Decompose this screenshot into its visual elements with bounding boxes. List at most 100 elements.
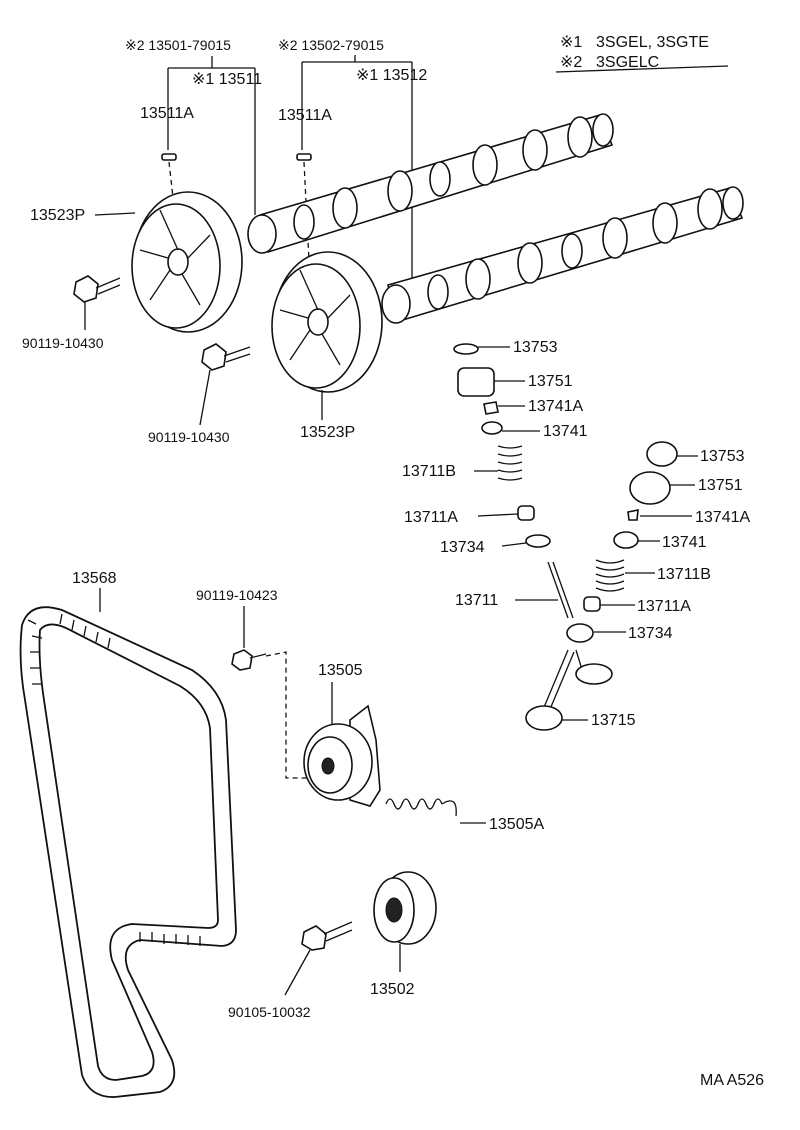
spring-top [497, 445, 523, 481]
camshaft-upper-tail [592, 113, 614, 147]
tensioner-spring-hook [441, 800, 457, 817]
lifter-top-label: 13751 [528, 373, 573, 390]
camshaft-upper-lobe-3 [472, 144, 498, 186]
spring-right [595, 559, 625, 592]
sprocket-right-spokes [279, 269, 351, 366]
knock-pin-right [296, 153, 312, 161]
camshaft-lower-tail [722, 186, 744, 220]
valve-intake-label: 13711 [455, 592, 498, 609]
bolt-center-head [201, 343, 227, 371]
sprocket-left-hub [167, 248, 189, 276]
cam1-short-label: ※1 13511 [192, 71, 262, 88]
camshaft-lower-lobe-3 [602, 217, 628, 259]
seal-top [517, 505, 535, 521]
cam1-full-label: ※2 13501-79015 [125, 37, 231, 53]
tensioner-label: 13505 [318, 662, 363, 679]
legend-mark-1: ※1 [560, 34, 582, 51]
camshaft-lower-nose [381, 284, 411, 324]
legend: ※1 3SGEL, 3SGTE ※2 3SGELC [555, 34, 729, 73]
bolt-left-label: 90119-10430 [22, 335, 104, 351]
idler-pulley [373, 871, 437, 945]
valve-exhaust-head [525, 705, 563, 731]
camshaft-upper-nose [247, 214, 277, 254]
retainer-right-label: 13741 [662, 534, 707, 551]
seal-top-label: 13711A [404, 509, 458, 526]
tensioner-assembly [303, 704, 381, 807]
sprocket-left-label: 13523P [30, 207, 85, 224]
idler-bolt-label: 90105-10032 [228, 1004, 311, 1020]
valve-stack-right [566, 441, 678, 643]
valve-exhaust [525, 649, 613, 731]
bolt-left-head [73, 275, 99, 303]
idler-bolt [301, 921, 353, 951]
spring-top-label: 13711B [402, 463, 456, 480]
keeper-top-label: 13741A [528, 398, 583, 415]
idler-bolt-head [301, 925, 327, 951]
keeper-top [483, 401, 499, 415]
tensioner-bolt-guide [265, 651, 310, 779]
sprocket-left [131, 191, 243, 333]
keeper-right-label: 13741A [695, 509, 750, 526]
sprocket-left-leader [94, 212, 136, 216]
cam2-full-label: ※2 13502-79015 [278, 37, 384, 53]
legend-underline [555, 65, 729, 73]
seat-top-label: 13734 [440, 539, 485, 556]
tensioner-bolt-head [231, 649, 253, 671]
camshaft-lower-lobe-4 [652, 202, 678, 244]
shim-right [646, 441, 678, 467]
bolt-center [201, 343, 251, 371]
bolt-center-label: 90119-10430 [148, 429, 230, 445]
valve-intake-head [575, 663, 613, 685]
tensioner-spring-label: 13505A [489, 816, 544, 833]
valve-exhaust-stem-edge [547, 651, 575, 715]
seat-top [525, 534, 551, 548]
shim-right-label: 13753 [700, 448, 745, 465]
seal-right-label: 13711A [637, 598, 691, 615]
timing-belt-teeth [27, 613, 201, 946]
camshaft-lower-lobe-1 [465, 258, 491, 300]
timing-belt [19, 606, 237, 1098]
tensioner-bolt [231, 649, 267, 671]
idler-pulley-bore [385, 897, 403, 923]
camshaft-upper-lobe-1 [332, 187, 358, 229]
seat-top-leader [501, 542, 527, 547]
cam2-short-label: ※1 13512 [356, 67, 427, 84]
seat-right [566, 623, 594, 643]
camshaft-callouts: ※2 13501-79015 ※2 13502-79015 ※1 13511 ※… [125, 37, 427, 285]
camshaft-lower-lobe-5 [697, 188, 723, 230]
lifter-right [629, 471, 671, 505]
lifter-top [457, 367, 495, 397]
retainer-right [613, 531, 639, 549]
camshaft-upper-lobe-4 [522, 129, 548, 171]
camshaft-upper-journal-2 [429, 161, 451, 197]
seal-top-leader [477, 513, 519, 517]
bolt-center-leader [199, 369, 211, 426]
seat-right-label: 13734 [628, 625, 673, 642]
valve-exhaust-stem [541, 649, 569, 713]
sprocket-left-spokes [139, 209, 211, 306]
tensioner-bolt-shank [249, 653, 267, 659]
knock-pin-left [161, 153, 177, 161]
camshaft-lower-journal-2 [561, 233, 583, 269]
camshaft-upper-lobe-5 [567, 116, 593, 158]
camshaft-lower-journal-1 [427, 274, 449, 310]
seal-right [583, 596, 601, 612]
timing-belt-inner [38, 623, 219, 1081]
timing-belt-outer [19, 606, 237, 1098]
retainer-top-label: 13741 [543, 423, 588, 440]
spring-right-label: 13711B [657, 566, 711, 583]
legend-text-2: 3SGELC [596, 54, 659, 71]
bolt-left-shank-edge [97, 284, 121, 295]
sprocket-right-label: 13523P [300, 424, 355, 441]
shim-top-label: 13753 [513, 339, 558, 356]
idler-bolt-leader [284, 949, 311, 996]
lifter-right-label: 13751 [698, 477, 743, 494]
idler-bolt-shank [323, 921, 353, 935]
bolt-center-shank-edge [225, 353, 251, 363]
idler-label: 13502 [370, 981, 415, 998]
pin-right-label: 13511A [278, 107, 332, 124]
sprocket-right [271, 251, 383, 393]
camshaft-upper [247, 113, 614, 254]
shim-top [453, 343, 479, 355]
